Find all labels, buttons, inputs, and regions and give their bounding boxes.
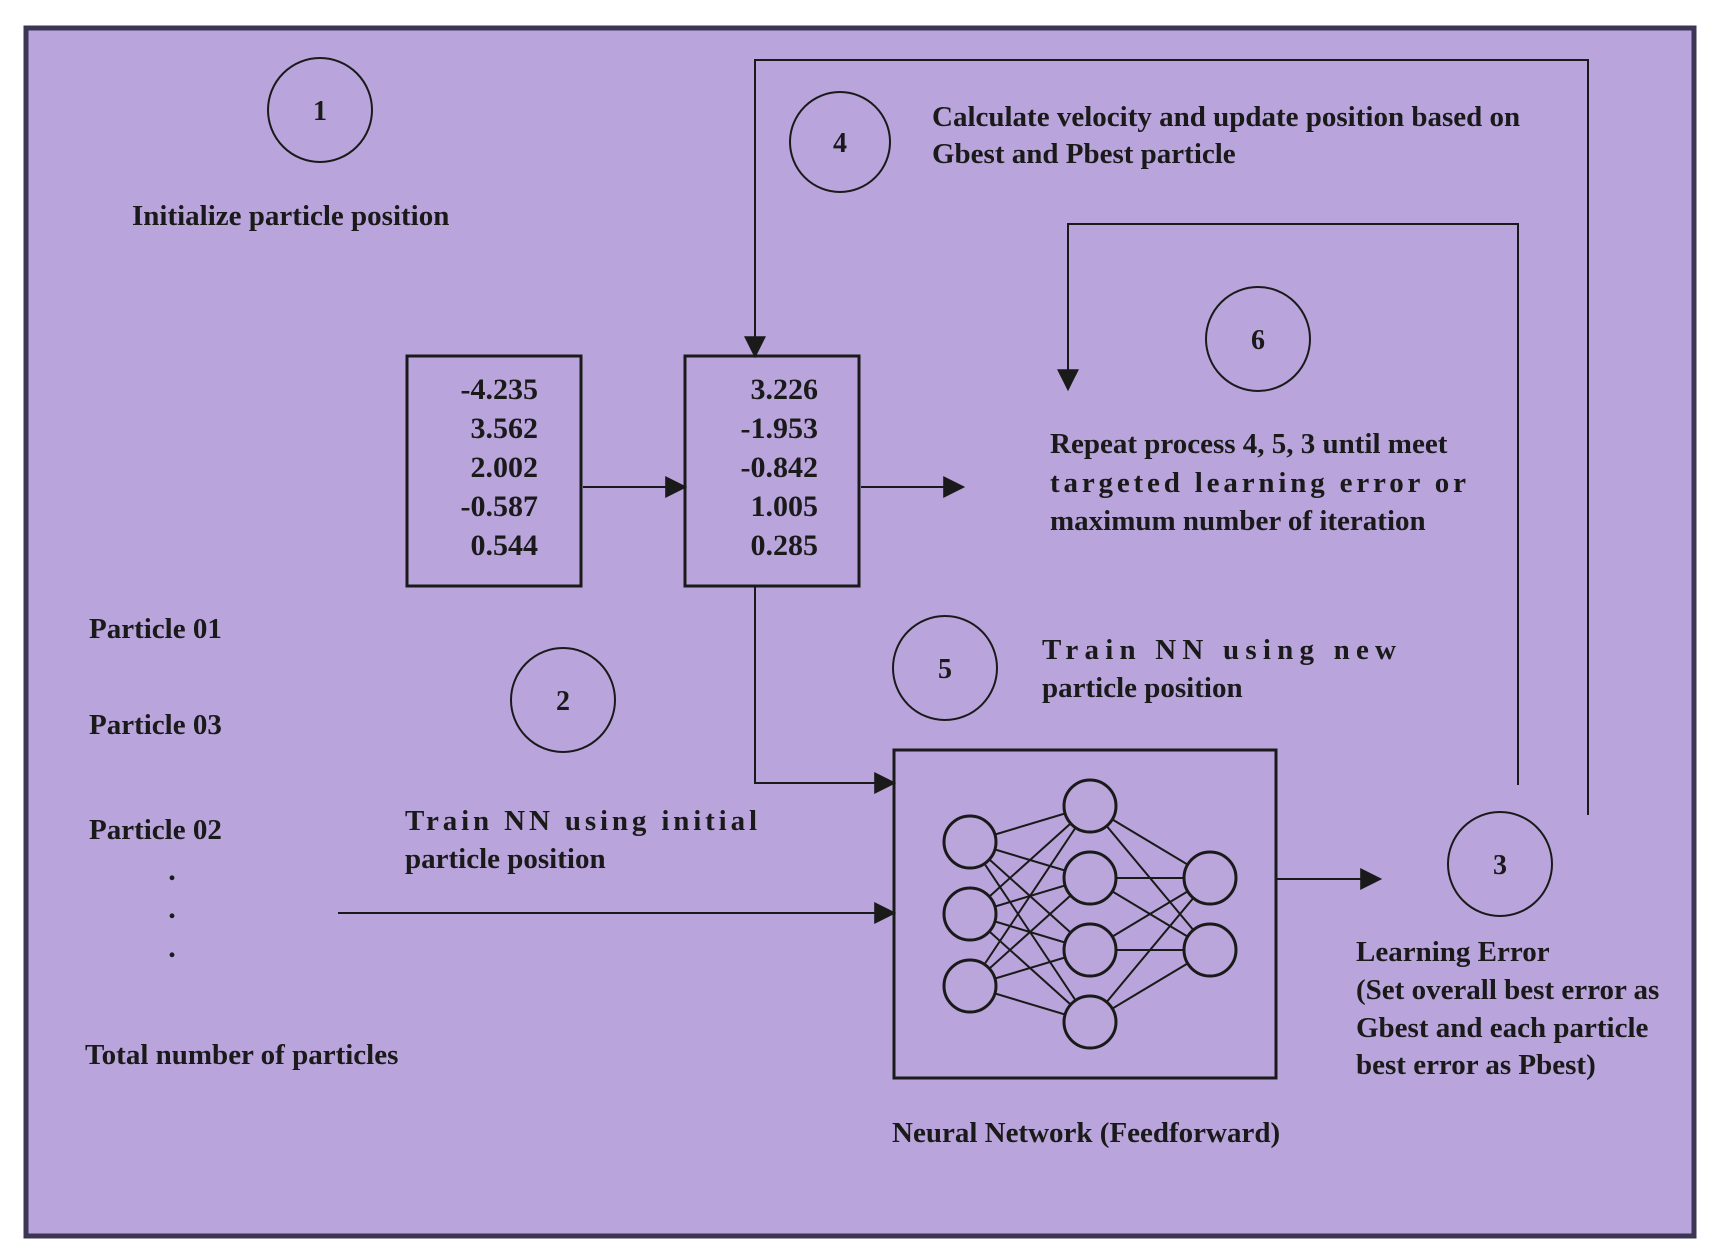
step-3-circle [1447,811,1553,917]
initial-position-vector-box [405,354,583,588]
total-particles-label: Total number of particles [85,1039,398,1071]
nn-neuron-layer2-3 [1062,922,1118,978]
step-1-circle [267,57,373,163]
step-3-label-line-1: Learning Error [1356,936,1550,968]
diagram-background [23,25,1697,1239]
nn-neuron-layer1-3 [942,958,998,1014]
step-5-circle [892,615,998,721]
nn-neuron-layer1-2 [942,886,998,942]
step-2-circle [510,647,616,753]
initial-value-4: -0.587 [461,490,539,523]
nn-connection-l1-3-to-1 [969,805,1091,987]
neural-network-caption: Neural Network (Feedforward) [892,1117,1280,1149]
updated-value-5: 0.285 [751,529,819,562]
step-6-circle [1205,286,1311,392]
updated-value-1: 3.226 [751,373,819,406]
particle-03-label: Particle 03 [89,709,222,741]
nn-neuron-layer2-4 [1062,994,1118,1050]
step-6-label-line-2: targeted learning error or [1050,467,1466,499]
nn-neuron-layer3-2 [1182,922,1238,978]
step-3-label-line-2: (Set overall best error as [1356,974,1659,1006]
updated-value-4: 1.005 [751,490,819,523]
loop-error-to-velocity-update [744,59,1589,815]
initial-value-3: 2.002 [471,451,539,484]
step-4-label-line-1: Calculate velocity and update position b… [932,101,1520,133]
updated-position-values: 3.226 -1.953 -0.842 1.005 0.285 [741,373,819,562]
initial-value-1: -4.235 [461,373,539,406]
arrow-updated-to-network [754,586,897,794]
initial-value-5: 0.544 [471,529,539,562]
step-5-number: 5 [938,654,952,685]
step-3-label-line-3: Gbest and each particle [1356,1012,1649,1044]
particle-02-label: Particle 02 [89,814,222,846]
step-2-label-line-2: particle position [405,843,606,875]
updated-position-vector-box [683,354,861,588]
particle-01-label: Particle 01 [89,613,222,645]
ellipsis-dot-3: . [168,931,176,964]
step-1-number: 1 [313,96,327,127]
initial-value-2: 3.562 [471,412,539,445]
ellipsis-dot-1: . [168,854,176,887]
ellipsis-dot-2: . [168,892,176,925]
step-2-number: 2 [556,686,570,717]
step-6-label-line-3: maximum number of iteration [1050,505,1426,537]
step-5-label-line-2: particle position [1042,672,1243,704]
nn-neuron-layer2-2 [1062,850,1118,906]
nn-neuron-layer2-1 [1062,778,1118,834]
neural-network-neurons [942,778,1238,1050]
step-4-number: 4 [833,128,847,159]
loop-error-to-repeat-check [1057,223,1519,785]
step-4-label-line-2: Gbest and Pbest particle [932,138,1236,170]
nn-connection-l2-4-to-1 [1089,877,1211,1023]
step-6-number: 6 [1251,325,1265,356]
updated-value-3: -0.842 [741,451,819,484]
step-4-circle [789,91,891,193]
step-3-number: 3 [1493,850,1507,881]
nn-neuron-layer3-1 [1182,850,1238,906]
step-3-label-line-4: best error as Pbest) [1356,1049,1596,1081]
updated-value-2: -1.953 [741,412,819,445]
nn-neuron-layer1-1 [942,814,998,870]
step-1-label: Initialize particle position [132,200,449,232]
step-6-label-line-1: Repeat process 4, 5, 3 until meet [1050,428,1448,460]
initial-position-values: -4.235 3.562 2.002 -0.587 0.544 [461,373,539,562]
